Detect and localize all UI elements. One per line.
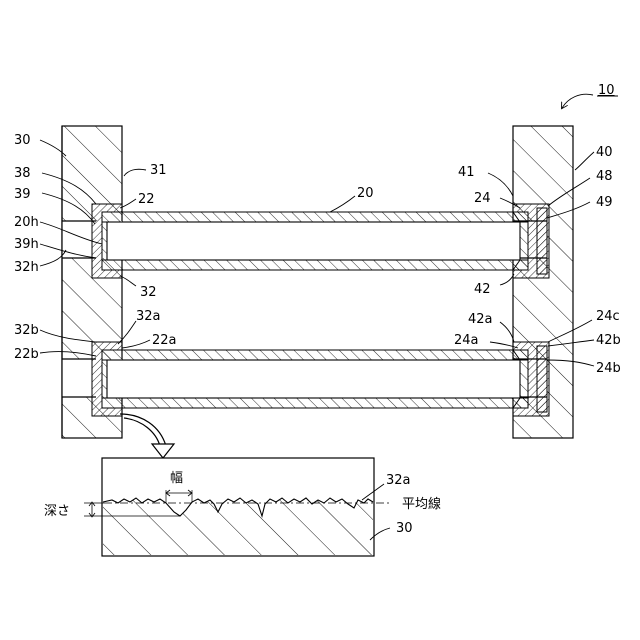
label-32h: 32h (14, 260, 39, 275)
label-42b: 42b (596, 333, 621, 348)
label-22b: 22b (14, 347, 39, 362)
label-24c: 24c (596, 309, 620, 324)
label-41: 41 (458, 165, 475, 180)
label-42: 42 (474, 282, 491, 297)
label-22a: 22a (152, 333, 177, 348)
label-32: 32 (140, 285, 157, 300)
label-20h: 20h (14, 215, 39, 230)
label-30: 30 (14, 133, 31, 148)
label-49: 49 (596, 195, 613, 210)
label-depth: 深さ (44, 504, 70, 519)
label-39: 39 (14, 187, 31, 202)
detail-arrow (120, 414, 174, 458)
label-32b: 32b (14, 323, 39, 338)
label-24b: 24b (596, 361, 621, 376)
label-31: 31 (150, 163, 167, 178)
label-32a: 32a (136, 309, 161, 324)
upper-tube (92, 204, 549, 278)
label-39h: 39h (14, 237, 39, 252)
label-average-line: 平均線 (402, 496, 441, 512)
label-24a: 24a (454, 333, 479, 348)
lower-tube (92, 342, 549, 416)
label-38: 38 (14, 166, 31, 181)
label-22: 22 (138, 192, 155, 207)
label-width: 幅 (170, 471, 183, 486)
label-20: 20 (357, 186, 374, 201)
label-42a: 42a (468, 312, 493, 327)
label-detail-32a: 32a (386, 473, 411, 488)
label-40: 40 (596, 145, 613, 160)
ref-10: 10 (562, 83, 618, 108)
label-48: 48 (596, 169, 613, 184)
label-detail-30: 30 (396, 521, 413, 536)
detail-view (84, 458, 390, 556)
label-24: 24 (474, 191, 491, 206)
